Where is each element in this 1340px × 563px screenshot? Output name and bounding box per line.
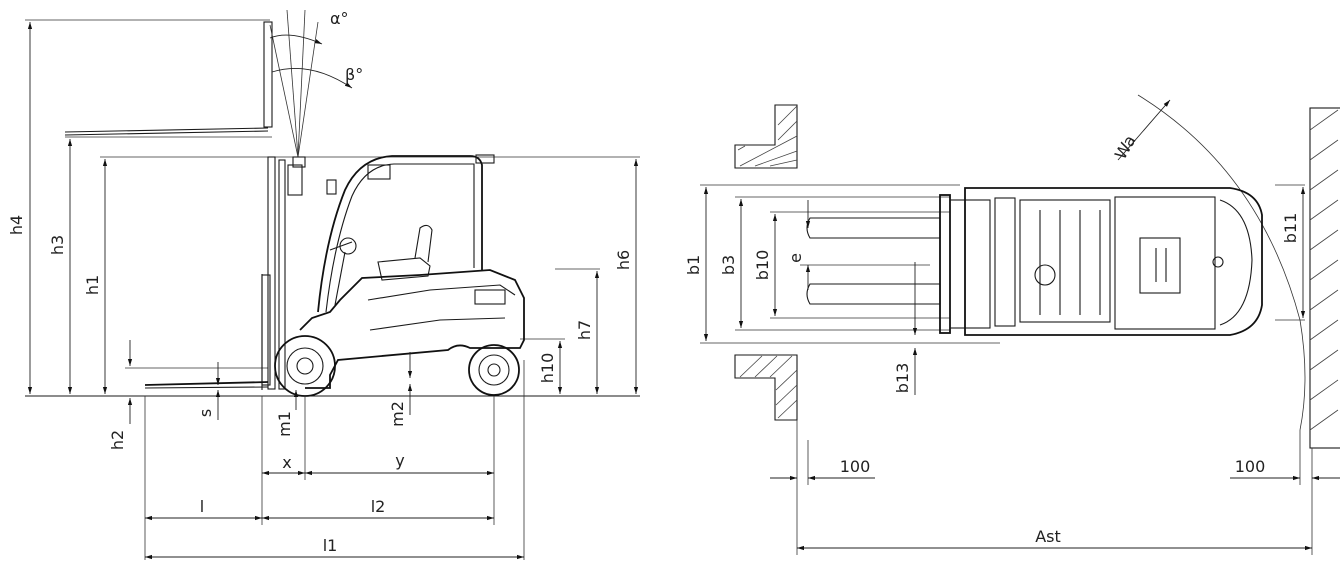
seat	[329, 224, 433, 306]
front-wheel	[274, 335, 336, 397]
label-m1: m1	[275, 411, 294, 437]
label-h2: h2	[108, 430, 127, 450]
side-view: h4 h3 h1 h2 s m1 m2 h10 h7 h6 x y l l2 l…	[7, 9, 640, 560]
turning-arc	[1137, 94, 1306, 431]
label-h3: h3	[48, 235, 67, 255]
label-h6: h6	[614, 250, 633, 270]
lowered-fork	[144, 381, 269, 389]
label-l1: l1	[323, 536, 338, 555]
label-clearance-right: 100	[1235, 457, 1266, 476]
label-h1: h1	[83, 275, 102, 295]
label-h10: h10	[538, 353, 557, 384]
label-b11: b11	[1281, 213, 1300, 244]
label-y: y	[395, 451, 404, 470]
truck-body	[299, 269, 525, 389]
label-x: x	[282, 453, 291, 472]
label-h7: h7	[575, 320, 594, 340]
label-l: l	[200, 497, 204, 516]
overhead-guard	[317, 154, 495, 313]
label-l2: l2	[371, 497, 386, 516]
top-view: b1 b3 b10 e b13 b11 Wa 100 100 Ast	[684, 94, 1340, 555]
label-beta: β°	[345, 65, 363, 84]
raised-fork	[64, 21, 273, 136]
label-clearance-left: 100	[840, 457, 871, 476]
label-e: e	[786, 253, 805, 263]
label-b13: b13	[893, 363, 912, 394]
truck-top	[939, 187, 1263, 336]
label-b1: b1	[684, 255, 703, 275]
wall-left-lower	[734, 354, 798, 421]
mast	[261, 156, 306, 390]
rear-wheel	[468, 344, 520, 396]
forks-top	[806, 217, 941, 305]
tilt-angles	[269, 9, 353, 158]
wall-left-upper	[734, 104, 798, 169]
label-ast: Ast	[1035, 527, 1061, 546]
wall-right	[1309, 107, 1340, 449]
label-h4: h4	[7, 215, 26, 235]
label-b3: b3	[719, 255, 738, 275]
label-b10: b10	[753, 250, 772, 281]
label-m2: m2	[388, 401, 407, 427]
label-s: s	[196, 409, 215, 417]
label-wa: Wa	[1111, 132, 1140, 163]
label-alpha: α°	[330, 9, 349, 28]
